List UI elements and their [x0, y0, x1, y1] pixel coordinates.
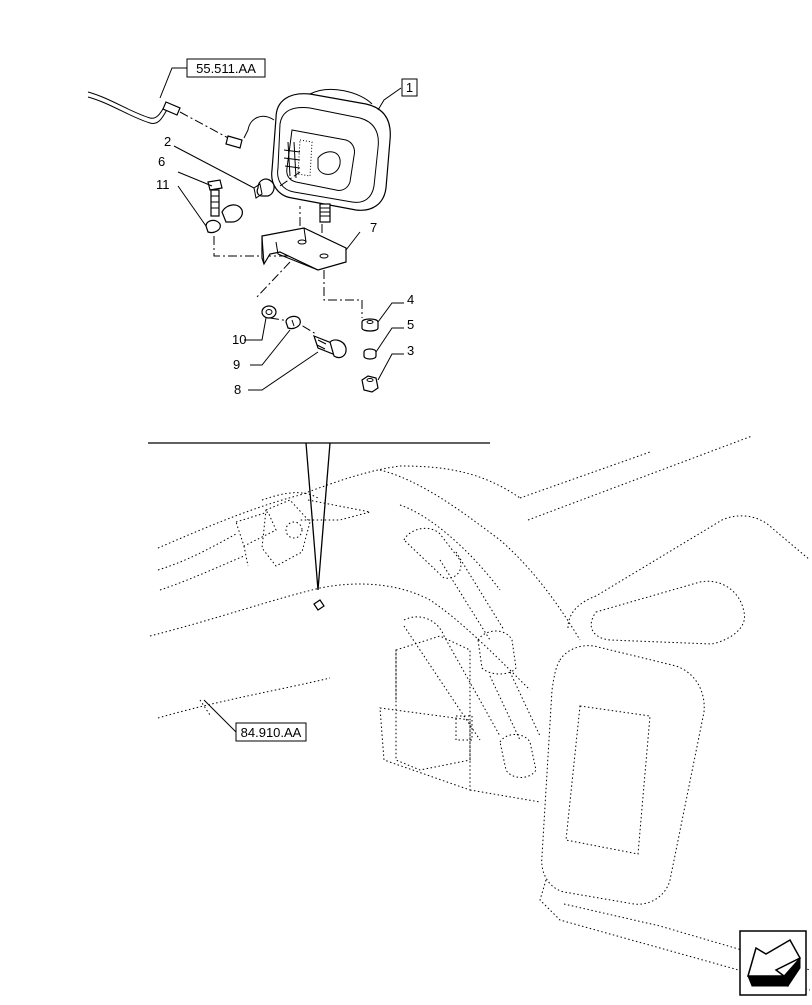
- reference-harness[interactable]: 55.511.AA: [159, 58, 266, 99]
- machine-illustration: [149, 435, 811, 991]
- callout-4[interactable]: 4: [407, 292, 414, 307]
- location-pointer: [148, 442, 490, 591]
- clip-bolt: [177, 171, 243, 234]
- callout-2[interactable]: 2: [164, 134, 171, 149]
- reference-boom[interactable]: 84.910.AA: [203, 699, 307, 742]
- callout-11[interactable]: 11: [156, 177, 170, 192]
- callout-3[interactable]: 3: [407, 343, 414, 358]
- work-light: [225, 87, 402, 223]
- hardware-left: [244, 305, 347, 391]
- callout-7[interactable]: 7: [370, 220, 377, 235]
- callout-9[interactable]: 9: [233, 357, 240, 372]
- wire-harness: [87, 91, 233, 141]
- callout-8[interactable]: 8: [234, 382, 241, 397]
- reference-harness-label: 55.511.AA: [196, 61, 256, 76]
- view-direction-arrow-icon[interactable]: [739, 930, 807, 996]
- callout-6[interactable]: 6: [158, 154, 165, 169]
- bracket: [261, 227, 361, 271]
- callout-1-label: 1: [406, 80, 413, 95]
- callout-5[interactable]: 5: [407, 317, 414, 332]
- bulb: [173, 145, 301, 199]
- callout-10[interactable]: 10: [232, 332, 246, 347]
- reference-boom-label: 84.910.AA: [241, 725, 302, 740]
- hardware-right: [361, 302, 404, 393]
- callout-1[interactable]: 1: [401, 78, 418, 97]
